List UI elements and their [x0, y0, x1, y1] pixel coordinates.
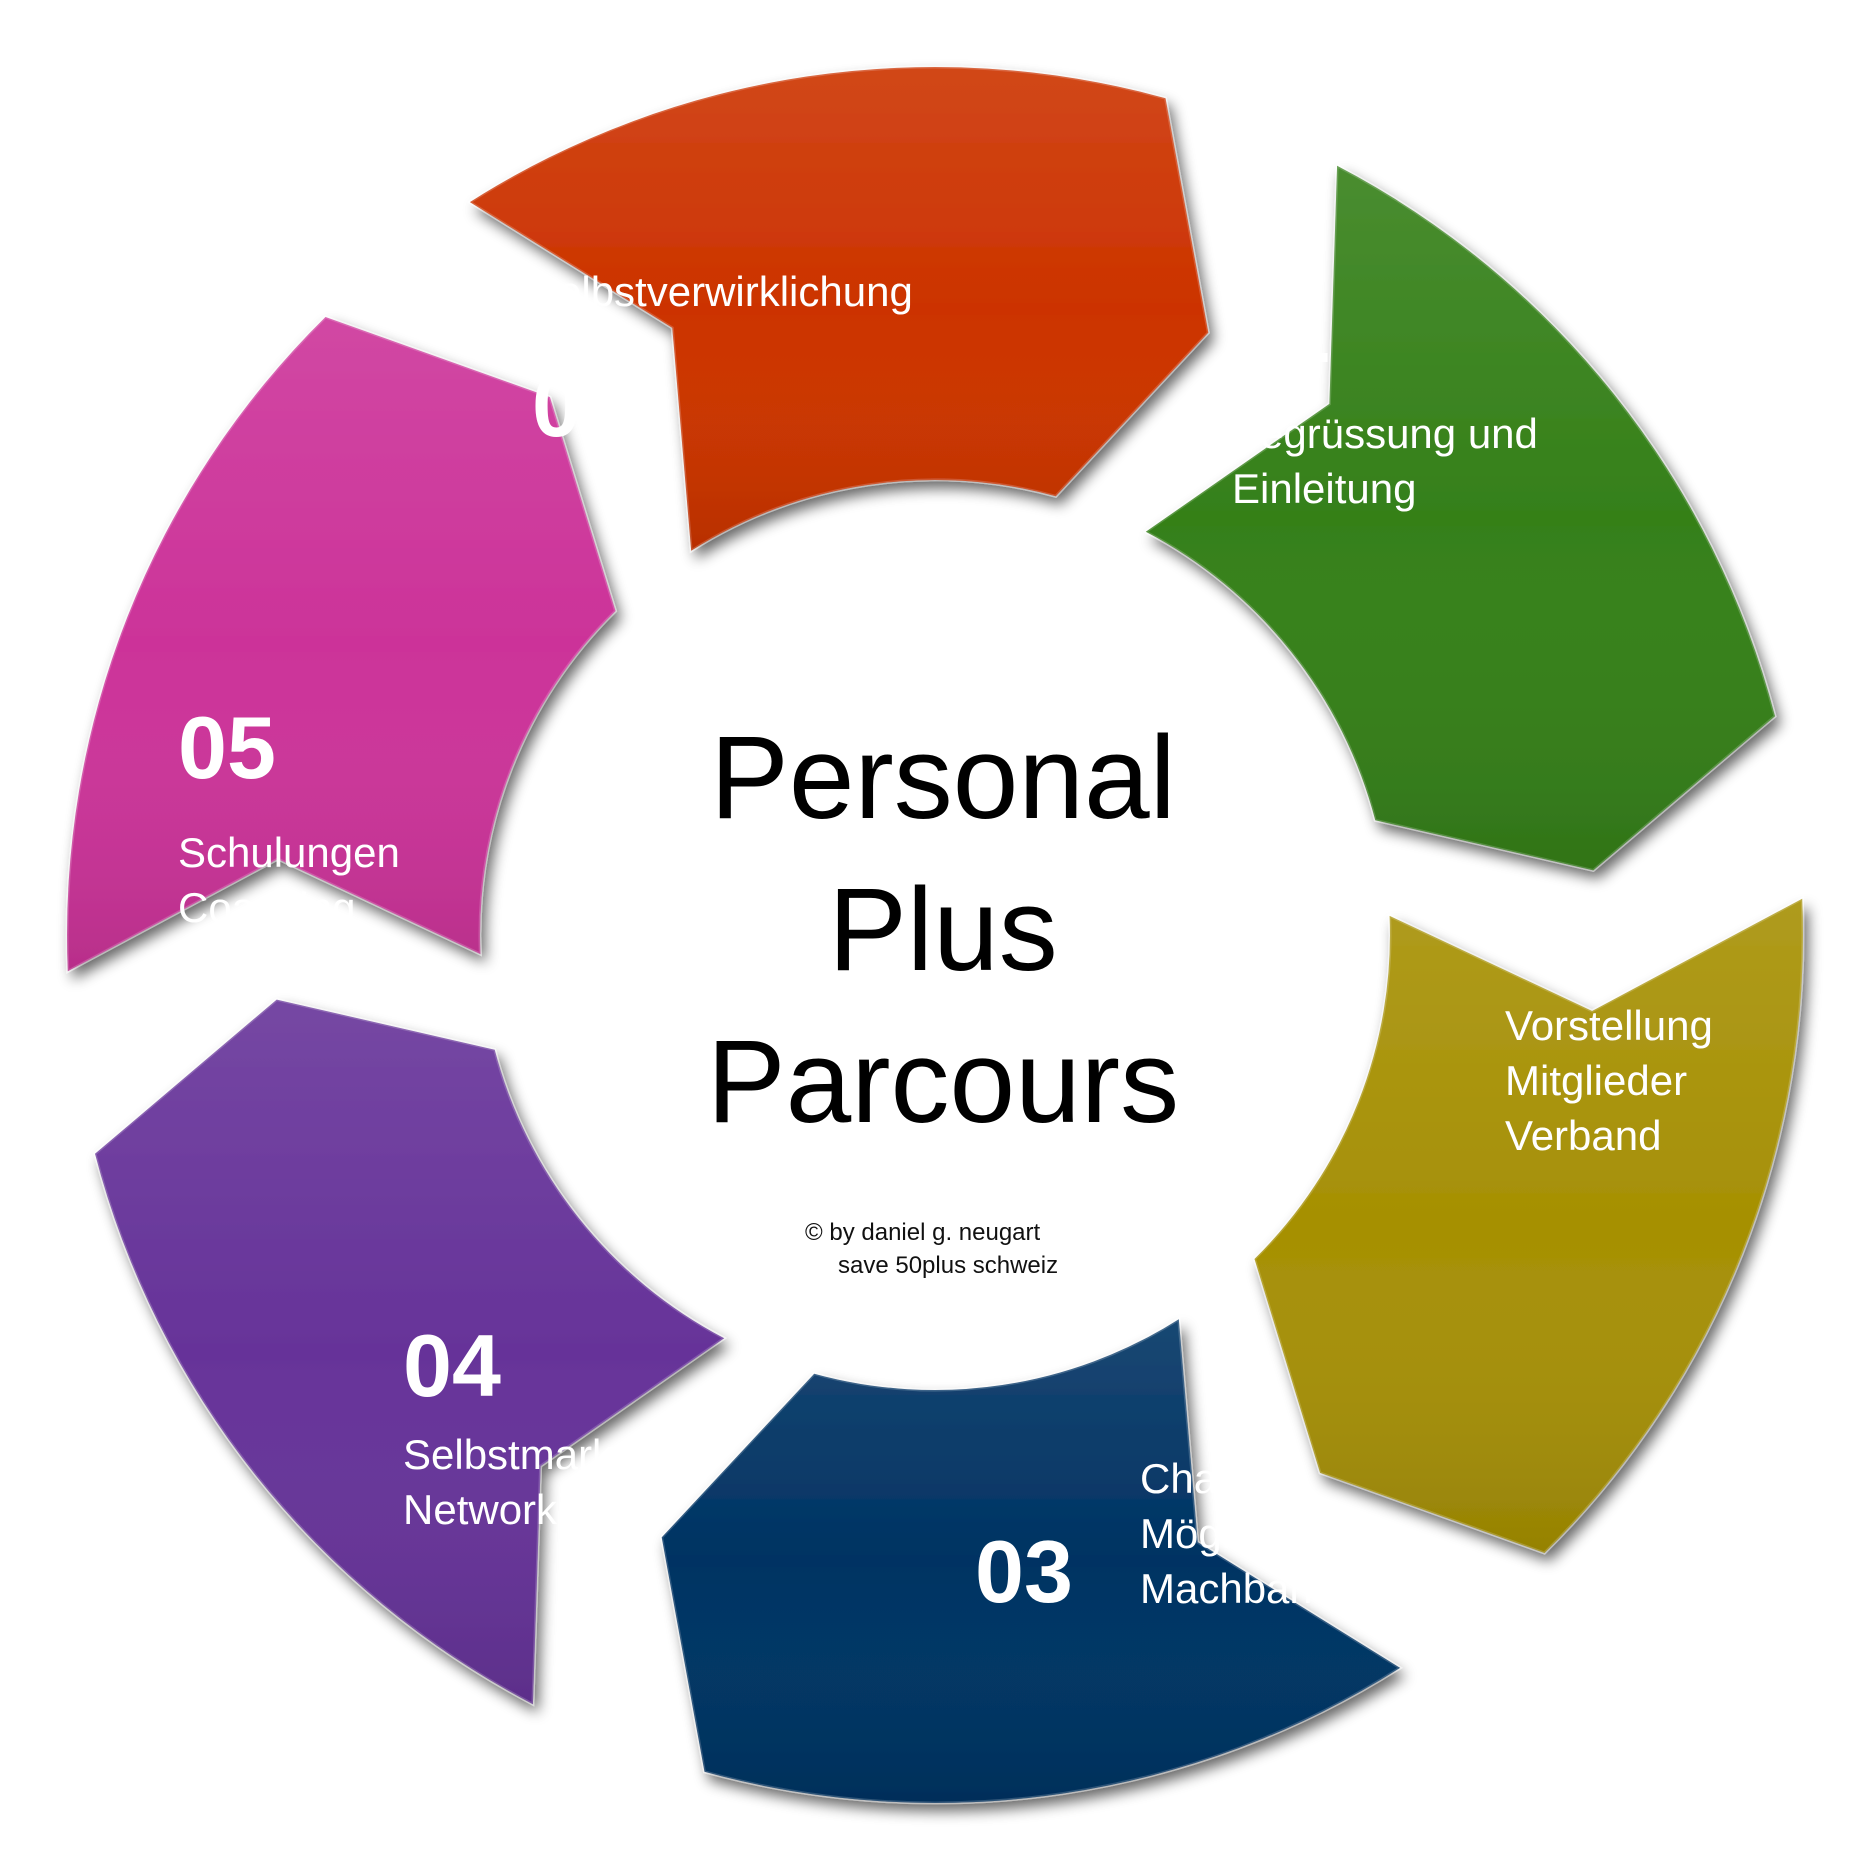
credit-line-2: save 50plus schweiz: [838, 1252, 1058, 1279]
step-05-label-line-2: Coaching: [178, 884, 355, 931]
cycle-step-05: [467, 65, 1210, 554]
step-03-label-line-3: Machbarkeiten: [1140, 1565, 1415, 1612]
step-number-05: 05: [178, 698, 276, 797]
title-line-1: Personal: [710, 712, 1176, 844]
cycle-step-04: [65, 315, 618, 974]
step-03-label-line-2: Möglichkeiten: [1140, 1510, 1397, 1557]
segment-bevel-03: [93, 997, 728, 1707]
title-line-2: Plus: [828, 864, 1058, 996]
cycle-step-03: [93, 997, 728, 1707]
step-04-label-line-2: Networking: [403, 1486, 613, 1533]
segment-bevel-04: [65, 315, 618, 974]
segment-bevel-05: [467, 65, 1210, 554]
step-02-label-line-2: Mitglieder: [1505, 1057, 1687, 1104]
step-06-label-line-1: Selbstverwirklichung: [530, 268, 913, 315]
step-number-06: 06: [532, 356, 630, 455]
step-number-03: 03: [975, 1522, 1073, 1621]
step-05-label-line-3: Training: [178, 939, 328, 986]
step-number-04: 04: [403, 1316, 501, 1415]
step-number-02: 02: [1505, 878, 1603, 977]
segment-bevel-02: [660, 1316, 1403, 1805]
credit-line-1: © by daniel g. neugart: [805, 1219, 1041, 1246]
step-04-label-line-1: Selbstmarketing: [403, 1431, 704, 1478]
segment-bevel-06: [1142, 163, 1777, 873]
cycle-step-01: [1252, 896, 1805, 1555]
step-02-label-line-3: Verband: [1505, 1112, 1661, 1159]
segment-bevel-01: [1252, 896, 1805, 1555]
step-05-label-line-1: Schulungen: [178, 829, 400, 876]
center-area: Personal Plus Parcours © by daniel g. ne…: [707, 712, 1179, 1279]
cycle-step-06: [1142, 163, 1777, 873]
step-01-label-line-2: Einleitung: [1232, 465, 1416, 512]
title-line-3: Parcours: [707, 1016, 1179, 1148]
step-number-01: 01: [1232, 282, 1330, 381]
step-02-label-line-1: Vorstellung: [1505, 1002, 1713, 1049]
step-01-label-line-1: Begrüssung und: [1232, 410, 1538, 457]
step-03-label-line-1: Chancen: [1140, 1455, 1308, 1502]
cycle-step-02: [660, 1316, 1403, 1805]
